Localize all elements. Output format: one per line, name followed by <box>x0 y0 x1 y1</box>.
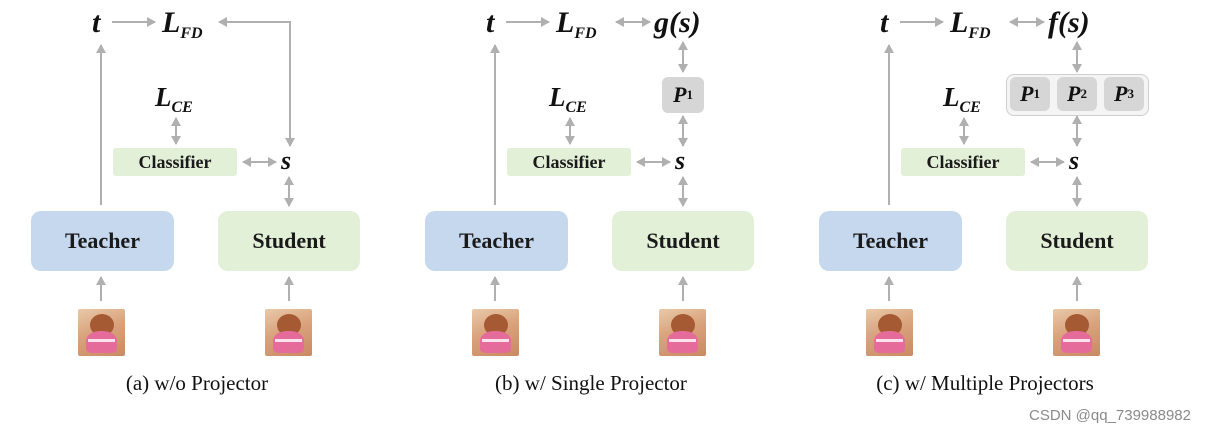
teacher-input-image <box>472 309 519 356</box>
caption-a: (a) w/o Projector <box>125 371 269 395</box>
student-input-image <box>659 309 706 356</box>
panel-c-arrows <box>884 17 1082 301</box>
teacher-output-t: t <box>486 6 495 39</box>
student-input-image <box>265 309 312 356</box>
student-box: Student <box>218 211 360 271</box>
student-box: Student <box>1006 211 1148 271</box>
watermark: CSDN @qq_739988982 <box>1028 407 1191 424</box>
student-feature-s: s <box>281 146 292 175</box>
teacher-box: Teacher <box>819 211 962 271</box>
student-input-image <box>1053 309 1100 356</box>
loss-fd: LFD <box>556 6 597 42</box>
classifier-box: Classifier <box>113 148 237 176</box>
teacher-box: Teacher <box>31 211 174 271</box>
projection-f-of-s: f(s) <box>1048 6 1090 39</box>
teacher-box: Teacher <box>425 211 568 271</box>
panel-a: t LFD LCE Classifier s Teacher Student (… <box>0 0 394 435</box>
classifier-box: Classifier <box>901 148 1025 176</box>
teacher-output-t: t <box>92 6 101 39</box>
loss-ce: LCE <box>155 82 193 116</box>
projection-g-of-s: g(s) <box>654 6 701 39</box>
loss-ce: LCE <box>549 82 587 116</box>
teacher-output-t: t <box>880 6 889 39</box>
loss-ce: LCE <box>943 82 981 116</box>
caption-c: (c) w/ Multiple Projectors <box>876 371 1094 395</box>
panel-a-arrows <box>96 17 295 301</box>
loss-fd: LFD <box>162 6 203 42</box>
caption-b: (b) w/ Single Projector <box>495 371 687 395</box>
panel-b-arrows <box>490 17 688 301</box>
teacher-input-image <box>78 309 125 356</box>
classifier-box: Classifier <box>507 148 631 176</box>
loss-fd: LFD <box>950 6 991 42</box>
student-feature-s: s <box>1069 146 1080 175</box>
student-box: Student <box>612 211 754 271</box>
student-feature-s: s <box>675 146 686 175</box>
teacher-input-image <box>866 309 913 356</box>
